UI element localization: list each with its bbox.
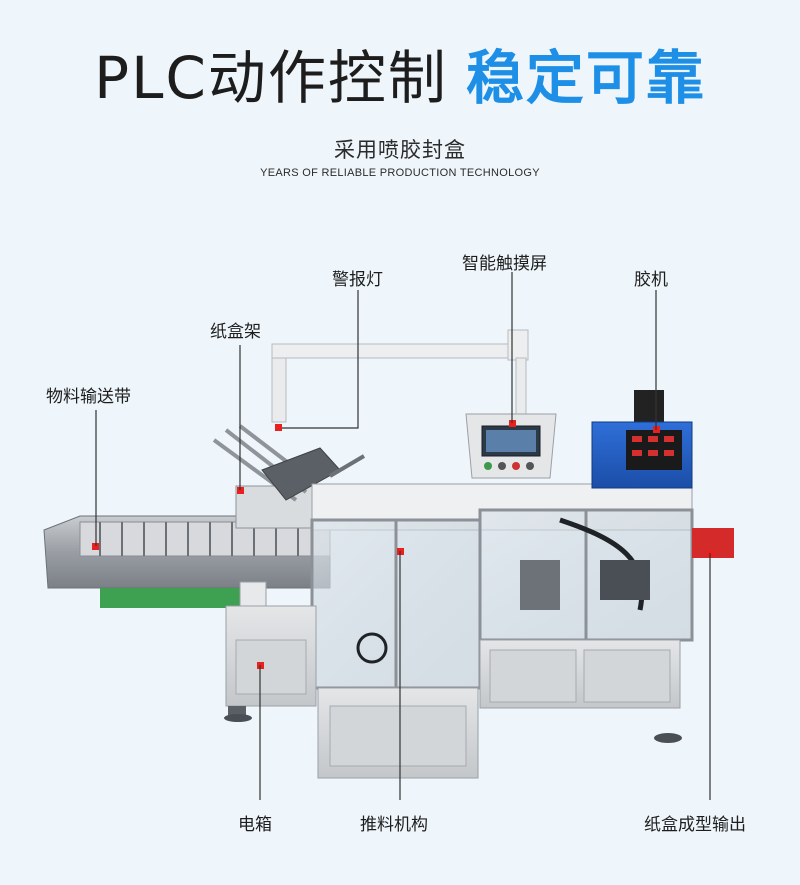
- touch-screen-panel: [465, 413, 557, 479]
- subtitle-en: YEARS OF RELIABLE PRODUCTION TECHNOLOGY: [260, 167, 540, 179]
- label-electric-box: 电箱: [238, 815, 272, 835]
- leader-lines: [95, 272, 711, 800]
- label-carton-output: 纸盒成型输出: [644, 815, 746, 835]
- warning-light-arm: [271, 329, 529, 423]
- headline-strong: 稳定可靠: [465, 44, 706, 112]
- marker-conveyor: [92, 543, 99, 550]
- marker-carton-rack: [237, 487, 244, 494]
- headline: PLC动作控制稳定可靠: [0, 38, 800, 118]
- main-frame: [310, 483, 734, 690]
- carton-rack: [212, 424, 366, 529]
- label-touch-screen: 智能触摸屏: [462, 254, 547, 274]
- marker-touch-screen: [509, 420, 516, 427]
- marker-warning-light: [275, 424, 282, 431]
- subtitle-zh: 采用喷胶封盒: [334, 138, 466, 162]
- label-push-mechanism: 推料机构: [360, 815, 428, 835]
- label-glue-machine: 胶机: [634, 270, 668, 290]
- glue-machine: [591, 390, 693, 489]
- label-carton-rack: 纸盒架: [210, 322, 261, 342]
- label-warning-light: 警报灯: [332, 270, 383, 290]
- label-conveyor: 物料输送带: [46, 387, 131, 407]
- headline-light: PLC动作控制: [94, 44, 448, 112]
- conveyor-body: [43, 515, 331, 623]
- cabinets: [224, 605, 682, 779]
